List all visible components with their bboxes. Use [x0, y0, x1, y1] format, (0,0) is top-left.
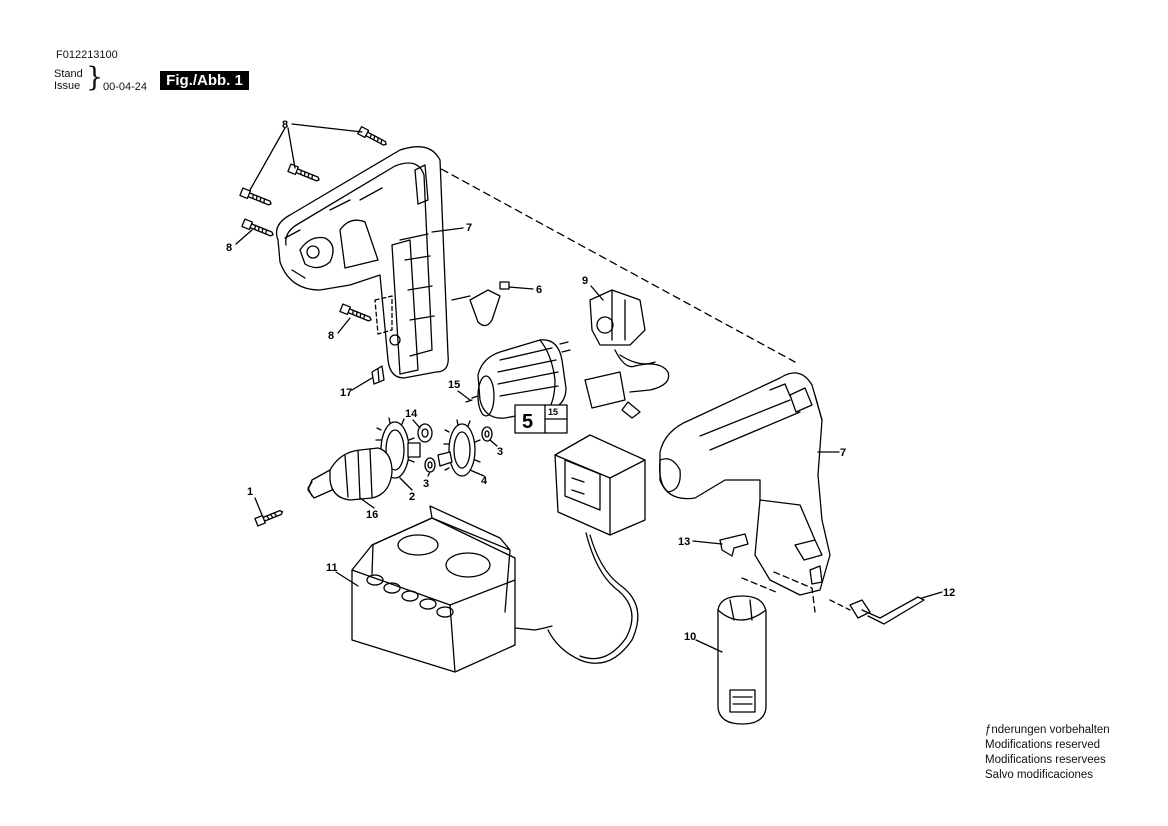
note-line-fr: Modifications reservees — [985, 754, 1106, 766]
leader-10 — [695, 639, 723, 653]
leader-14 — [412, 419, 421, 429]
leader-2 — [399, 477, 413, 491]
hex-key-12 — [849, 596, 925, 625]
screw-8d — [241, 218, 274, 237]
clip-17 — [371, 365, 385, 385]
switch-assembly-9 — [584, 289, 670, 419]
callout-7: 7 — [840, 447, 846, 459]
callout-16: 16 — [366, 509, 378, 521]
callout-9: 9 — [582, 275, 588, 287]
callout-8: 8 — [226, 242, 232, 254]
callout-7: 7 — [466, 222, 472, 234]
ref-box-sub: 15 — [548, 407, 558, 417]
screw-8b — [287, 163, 320, 182]
stand-label: Stand — [54, 68, 83, 80]
figure-label: Fig./Abb. 1 — [160, 71, 249, 90]
screw-8e — [339, 303, 372, 322]
leader-17 — [351, 377, 373, 391]
leader-3a — [427, 471, 431, 477]
motor-15 — [465, 339, 571, 426]
issue-date: 00-04-24 — [103, 81, 148, 93]
leader-8-mid — [337, 317, 351, 334]
screw-8a — [357, 126, 387, 146]
leader-8-top — [249, 123, 363, 191]
washer-3a — [424, 457, 436, 473]
shaft — [437, 451, 453, 467]
reference-box — [514, 404, 568, 434]
callout-15: 15 — [448, 379, 460, 391]
brace-glyph: } — [86, 62, 104, 93]
washer-3b — [481, 426, 493, 442]
leader-1 — [254, 497, 263, 516]
callout-13: 13 — [678, 536, 690, 548]
gear-4 — [443, 419, 481, 477]
leader-13 — [692, 540, 723, 545]
clip-13 — [719, 533, 749, 557]
chuck-16 — [307, 447, 393, 501]
callout-12: 12 — [943, 587, 955, 599]
note-line-en: Modifications reserved — [985, 739, 1101, 751]
leader-6 — [508, 286, 534, 290]
screw-8c — [239, 187, 272, 206]
callout-8: 8 — [282, 119, 288, 131]
callout-2: 2 — [409, 491, 415, 503]
callout-11: 11 — [326, 562, 338, 574]
callout-14: 14 — [405, 408, 418, 420]
callout-1: 1 — [247, 486, 253, 498]
assembly-dashed-line — [409, 151, 796, 363]
callout-8: 8 — [328, 330, 334, 342]
callout-3: 3 — [497, 446, 503, 458]
leader-15 — [457, 390, 471, 401]
housing-shell-left — [275, 146, 449, 379]
callout-10: 10 — [684, 631, 696, 643]
note-line-es: Salvo modificaciones — [985, 769, 1094, 781]
note-line-de: ƒnderungen vorbehalten — [985, 724, 1110, 736]
callout-6: 6 — [536, 284, 542, 296]
leader-3b — [489, 439, 498, 447]
charger-base-11 — [351, 505, 553, 673]
leader-16 — [359, 497, 375, 509]
callout-3: 3 — [423, 478, 429, 490]
callout-4: 4 — [481, 475, 488, 487]
leader-8-left — [235, 229, 253, 245]
battery-pack-10 — [717, 595, 767, 725]
plug-adapter — [547, 434, 646, 664]
leader-9 — [590, 285, 604, 301]
document-number: F012213100 — [56, 49, 118, 61]
leader-4 — [469, 469, 485, 477]
bearing-14 — [417, 423, 433, 443]
leader-11 — [335, 571, 359, 587]
screw-1 — [254, 510, 284, 527]
switch-lever-6 — [451, 281, 510, 327]
drill-body-7 — [659, 372, 831, 596]
ref-box-main: 5 — [522, 411, 533, 433]
leader-12 — [921, 591, 943, 599]
issue-label: Issue — [54, 80, 81, 92]
callout-17: 17 — [340, 387, 352, 399]
leader-7-top — [431, 227, 464, 233]
